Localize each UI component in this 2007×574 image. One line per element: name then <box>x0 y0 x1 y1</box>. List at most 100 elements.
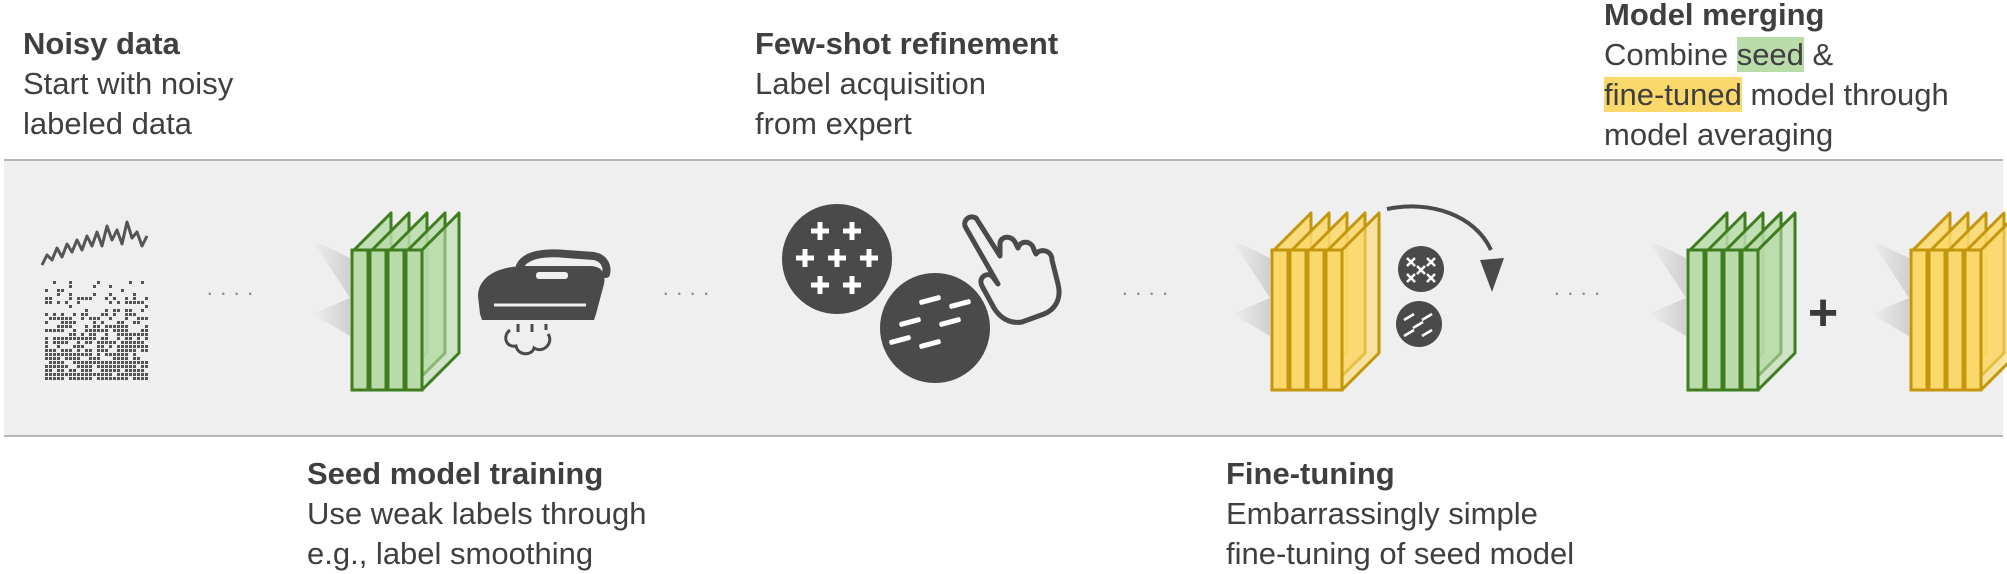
noise-pixel <box>105 369 108 372</box>
layer-front <box>1722 248 1742 392</box>
noise-pixel <box>117 353 120 356</box>
input-shadow-top <box>312 240 350 298</box>
noise-pixel <box>93 321 96 324</box>
noise-pixel <box>117 309 120 312</box>
noise-pixel <box>53 361 56 364</box>
noise-pixel <box>125 301 128 304</box>
noise-pixel <box>49 365 52 368</box>
noise-pixel <box>81 369 84 372</box>
noise-pixel <box>85 325 88 328</box>
noise-pixel <box>145 337 148 340</box>
noise-pixel <box>85 329 88 332</box>
noise-pixel <box>145 317 148 320</box>
noise-pixel <box>117 345 120 348</box>
noise-pixel <box>125 325 128 328</box>
noise-pixel <box>57 337 60 340</box>
noise-pixel <box>49 373 52 376</box>
noise-pixel <box>89 333 92 336</box>
dash-stroke <box>1403 328 1415 338</box>
noise-pixel <box>61 341 64 344</box>
noise-pixel <box>97 377 100 380</box>
noise-pixel <box>45 337 48 340</box>
seed-highlight: seed <box>1736 37 1804 72</box>
noise-pixel <box>117 369 120 372</box>
noise-pixel <box>69 285 72 288</box>
noise-pixel <box>81 317 84 320</box>
layer-front <box>1963 248 1983 392</box>
noise-pixel <box>53 377 56 380</box>
noise-pixel <box>133 345 136 348</box>
noise-pixel <box>69 321 72 324</box>
noise-pixel <box>105 365 108 368</box>
noise-pixel <box>97 341 100 344</box>
noise-pixel <box>77 365 80 368</box>
input-shadow-bottom <box>1648 298 1686 336</box>
noise-pixel <box>125 317 128 320</box>
noise-pixel <box>93 333 96 336</box>
noise-pixel <box>85 297 88 300</box>
fine-tuning-title: Fine-tuning <box>1226 456 1395 491</box>
noise-pixel <box>53 341 56 344</box>
layer-front <box>1686 248 1706 392</box>
layer-front <box>404 248 424 392</box>
noise-pixel <box>49 301 52 304</box>
noise-pixel <box>145 349 148 352</box>
noise-pixel <box>53 349 56 352</box>
noisy-data-line-2: labeled data <box>23 106 192 141</box>
noise-pixel <box>89 349 92 352</box>
noise-pixel <box>113 357 116 360</box>
merging-text-model-through: model through <box>1741 77 1949 112</box>
noise-pixel <box>73 377 76 380</box>
noise-pixel <box>125 337 128 340</box>
noise-pixel <box>69 337 72 340</box>
noise-pixel <box>129 365 132 368</box>
noise-pixel <box>117 301 120 304</box>
noise-pixel <box>133 313 136 316</box>
noise-pixel <box>133 373 136 376</box>
few-shot-line-1: Label acquisition <box>755 66 986 101</box>
noise-pixel <box>89 365 92 368</box>
noisy-data-line-1: Start with noisy <box>23 66 234 101</box>
noise-pixel <box>145 333 148 336</box>
noise-pixel <box>117 337 120 340</box>
noise-pixel <box>89 337 92 340</box>
seed-model-icon <box>312 211 461 392</box>
noise-pixel <box>113 341 116 344</box>
noise-pixel <box>89 369 92 372</box>
noise-pixel <box>69 369 72 372</box>
noise-pixel <box>129 345 132 348</box>
noise-pixel <box>73 337 76 340</box>
noise-pixel <box>133 333 136 336</box>
noise-pixel <box>77 345 80 348</box>
noise-pixel <box>49 329 52 332</box>
noise-pixel <box>137 317 140 320</box>
noise-pixel <box>101 377 104 380</box>
noise-pixel <box>129 349 132 352</box>
noisy-pixels <box>45 281 148 380</box>
noise-pixel <box>97 349 100 352</box>
noise-pixel <box>105 325 108 328</box>
noise-pixel <box>65 341 68 344</box>
noise-pixel <box>121 365 124 368</box>
noise-pixel <box>89 377 92 380</box>
noise-pixel <box>105 333 108 336</box>
noise-pixel <box>121 377 124 380</box>
noise-pixel <box>109 369 112 372</box>
noise-pixel <box>105 297 108 300</box>
noise-pixel <box>81 333 84 336</box>
noise-pixel <box>101 373 104 376</box>
fine-tuning-line-2: fine-tuning of seed model <box>1226 536 1575 571</box>
minus-mark <box>899 317 921 327</box>
noise-pixel <box>81 353 84 356</box>
noise-pixel <box>141 361 144 364</box>
noise-pixel <box>137 361 140 364</box>
noise-pixel <box>45 377 48 380</box>
noise-pixel <box>129 361 132 364</box>
noise-pixel <box>97 317 100 320</box>
input-shadow-top <box>1648 240 1686 298</box>
fine-tuning-label: Fine-tuning Embarrassingly simple fine-t… <box>1226 454 1574 574</box>
noise-pixel <box>137 345 140 348</box>
noise-pixel <box>45 341 48 344</box>
noise-pixel <box>45 369 48 372</box>
